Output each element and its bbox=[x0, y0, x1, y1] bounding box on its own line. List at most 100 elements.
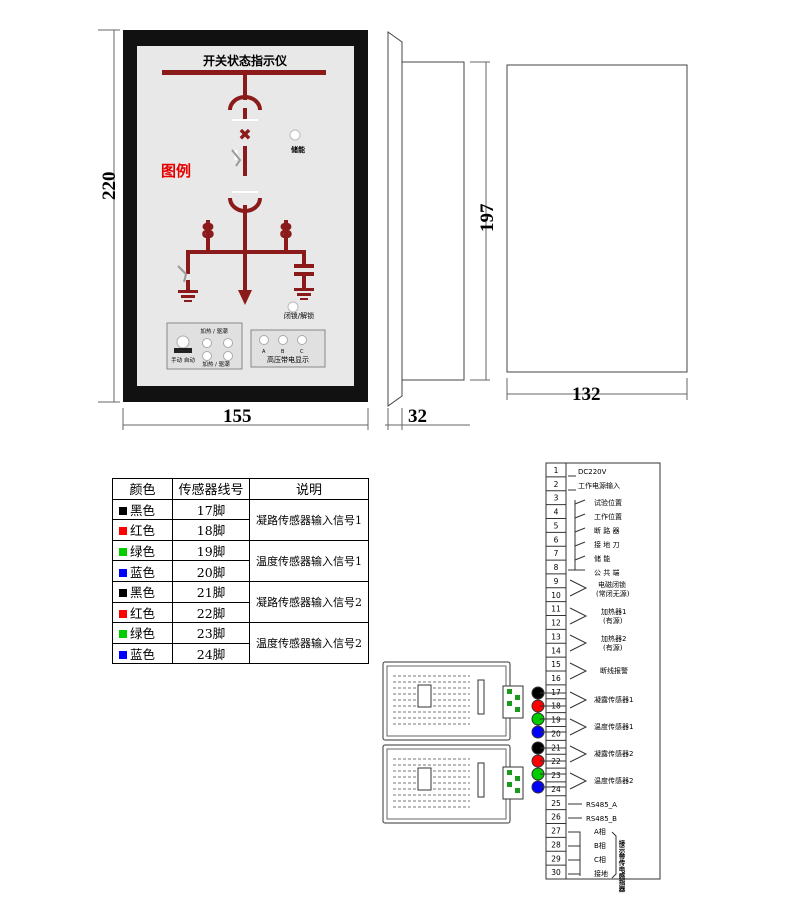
pin-number: 14 bbox=[551, 646, 561, 655]
branch-bar bbox=[186, 250, 306, 254]
pin-number: 24 bbox=[551, 785, 561, 794]
pin-number: 12 bbox=[551, 619, 561, 628]
upper-contact-stem bbox=[243, 108, 247, 120]
heat-label-bottom: 加热 / 驱潮 bbox=[202, 360, 230, 368]
left-ground-line bbox=[186, 254, 190, 274]
color-cell: 绿色 bbox=[112, 622, 173, 644]
connector-pin bbox=[507, 770, 512, 775]
pin-number: 19 bbox=[551, 716, 561, 725]
wires-group-1 bbox=[540, 692, 566, 733]
ground-bar-r1 bbox=[294, 288, 314, 291]
label-em-lock-sub: (常闭无源) bbox=[596, 589, 630, 598]
pin-number: 25 bbox=[551, 799, 561, 808]
storage-led bbox=[289, 129, 301, 141]
label-cond-sensor2: 凝露传感器2 bbox=[594, 749, 633, 758]
lock-led bbox=[287, 301, 299, 313]
x-mark: ✖ bbox=[238, 125, 251, 144]
pin-number: 10 bbox=[551, 591, 561, 600]
label-test-pos: 试验位置 bbox=[594, 498, 622, 507]
dim-front-height: 220 bbox=[99, 171, 120, 201]
pin-number: 26 bbox=[551, 813, 561, 822]
color-swatch bbox=[119, 651, 127, 660]
label-em-lock: 电磁闭锁 bbox=[598, 580, 626, 589]
label-rs485a: RS485_A bbox=[586, 801, 617, 809]
bracket-power bbox=[568, 475, 576, 491]
hv-label: 高压带电显示 bbox=[267, 355, 309, 364]
connector-pin bbox=[515, 788, 520, 793]
right-branch-line bbox=[302, 254, 306, 264]
label-dc: DC220V bbox=[578, 468, 607, 476]
pin-cell: 22脚 bbox=[172, 601, 250, 624]
label-phase-c: C相 bbox=[594, 855, 606, 864]
color-swatch bbox=[119, 506, 127, 515]
terminal-pins: 1234567891011121314151617181920212223242… bbox=[546, 466, 566, 880]
hv-led-a bbox=[259, 335, 269, 345]
pin-number: 6 bbox=[554, 535, 559, 544]
pin-number: 9 bbox=[554, 577, 559, 586]
color-name: 绿色 bbox=[130, 626, 156, 642]
desc-cell: 温度传感器输入信号2 bbox=[249, 622, 369, 665]
label-temp-sensor1: 温度传感器1 bbox=[594, 722, 633, 731]
label-storage: 储 能 bbox=[594, 554, 610, 563]
side-flange bbox=[387, 31, 403, 407]
ground-bar3 bbox=[184, 300, 192, 302]
connector-pin bbox=[507, 689, 512, 694]
phase-a-label: A bbox=[262, 349, 266, 355]
pin-cell: 18脚 bbox=[172, 519, 250, 541]
mode-switch bbox=[174, 348, 192, 353]
color-name: 蓝色 bbox=[130, 647, 156, 663]
right-branch-line2 bbox=[302, 276, 306, 288]
header-color: 颜色 bbox=[112, 478, 173, 500]
phase-c-label: C bbox=[300, 349, 304, 355]
pin-number: 17 bbox=[551, 688, 561, 697]
bracket-cond1 bbox=[569, 691, 588, 709]
heat-led-3 bbox=[202, 351, 212, 361]
label-heater2: 加热器2 bbox=[601, 634, 626, 643]
ground-switch-indicator bbox=[177, 265, 188, 283]
pin-cell: 20脚 bbox=[172, 560, 250, 582]
label-phase-a: A相 bbox=[594, 827, 606, 836]
header-pin: 传感器线号 bbox=[172, 478, 250, 500]
pin-number: 28 bbox=[551, 840, 561, 849]
sensor-module-1 bbox=[382, 661, 511, 741]
label-cond-sensor1: 凝露传感器1 bbox=[594, 695, 633, 704]
ct-left-line bbox=[206, 220, 210, 250]
connector-pin bbox=[515, 695, 520, 700]
side-body bbox=[401, 61, 465, 381]
pin-number: 8 bbox=[554, 563, 559, 572]
color-name: 蓝色 bbox=[130, 564, 156, 580]
ct-right-line bbox=[284, 220, 288, 250]
color-name: 红色 bbox=[130, 523, 156, 539]
color-name: 黑色 bbox=[130, 585, 156, 601]
bracket-alarm bbox=[569, 662, 588, 680]
manual-auto-label: 手动 自动 bbox=[171, 356, 195, 364]
main-line-mid bbox=[243, 146, 247, 176]
pin-number: 27 bbox=[551, 827, 561, 836]
pin-cell: 21脚 bbox=[172, 580, 250, 603]
bracket-heater1 bbox=[569, 607, 588, 625]
label-temp-sensor2: 温度传感器2 bbox=[594, 776, 633, 785]
pin-number: 29 bbox=[551, 854, 561, 863]
pin-number: 15 bbox=[551, 660, 561, 669]
color-swatch bbox=[119, 609, 127, 618]
dim-back-height: 197 bbox=[477, 203, 498, 233]
color-cell: 黑色 bbox=[112, 580, 173, 603]
connector-pin bbox=[507, 782, 512, 787]
ground-bar1 bbox=[178, 290, 198, 293]
bracket-temp2 bbox=[569, 772, 588, 790]
label-phase-b: B相 bbox=[594, 841, 606, 850]
bracket-lock bbox=[569, 579, 588, 597]
ground-bar-r3 bbox=[300, 298, 308, 300]
heat-led-1 bbox=[202, 338, 212, 348]
pin-number: 16 bbox=[551, 674, 561, 683]
ground-bar2 bbox=[181, 295, 195, 298]
pin-cell: 23脚 bbox=[172, 622, 250, 644]
heat-led-2 bbox=[223, 338, 233, 348]
wires-group-2 bbox=[540, 747, 566, 788]
connector-pin bbox=[507, 701, 512, 706]
hv-indicator-vertical-label: 接示带传电感指器 bbox=[617, 839, 626, 894]
